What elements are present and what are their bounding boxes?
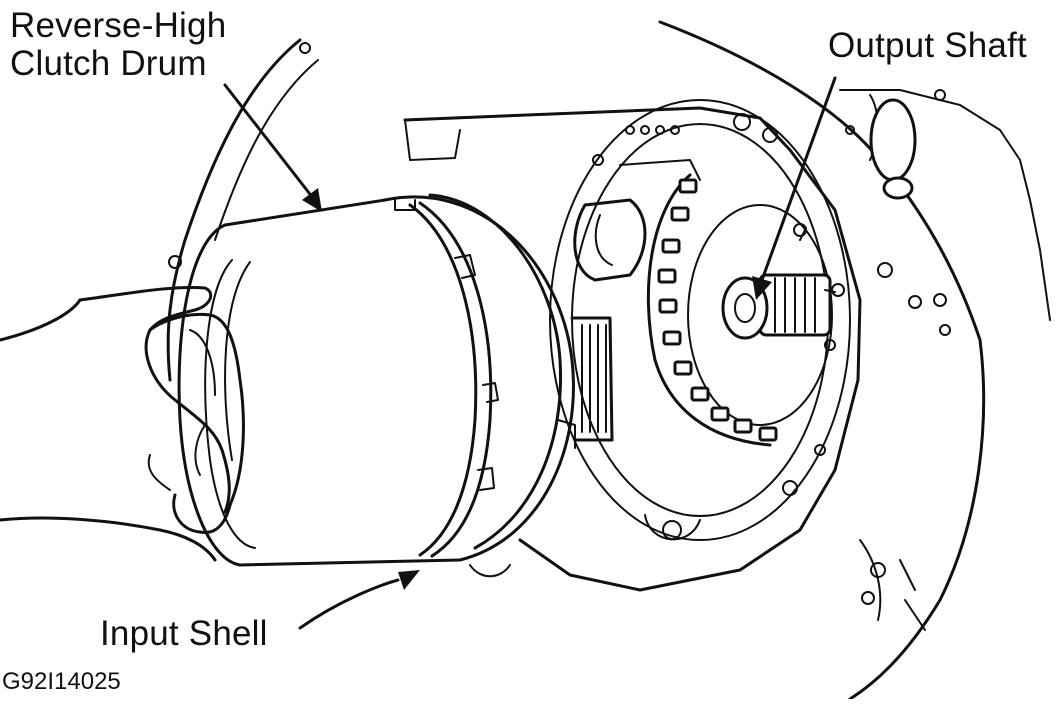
technician-hand <box>0 286 245 562</box>
sprag-ring <box>646 173 778 447</box>
reverse-high-label-line1: Reverse-High <box>10 6 227 45</box>
flange-bolt-hole <box>168 255 182 269</box>
support-ring-outer <box>549 99 851 541</box>
servo-bracket <box>573 198 647 282</box>
case-boss <box>869 98 917 182</box>
leader-output-shaft <box>752 76 837 300</box>
reverse-high-clutch-drum <box>177 193 576 578</box>
case-flange-left <box>166 38 302 382</box>
flange-bolt-hole <box>299 42 311 54</box>
support-ring-inner <box>687 204 833 426</box>
leader-input-shell <box>298 570 420 630</box>
case-ribs <box>839 89 1051 321</box>
leader-reverse-high <box>223 83 322 212</box>
case-flange-right-lower <box>848 338 986 701</box>
reverse-high-label-line2: Clutch Drum <box>10 44 207 83</box>
output-shaft <box>721 227 836 340</box>
figure-code: G92I14025 <box>2 668 121 695</box>
output-shaft-label: Output Shaft <box>828 26 1027 65</box>
input-shell-splines <box>570 316 614 442</box>
case-flange-inner-left <box>214 59 319 241</box>
input-shell-label: Input Shell <box>100 614 268 653</box>
